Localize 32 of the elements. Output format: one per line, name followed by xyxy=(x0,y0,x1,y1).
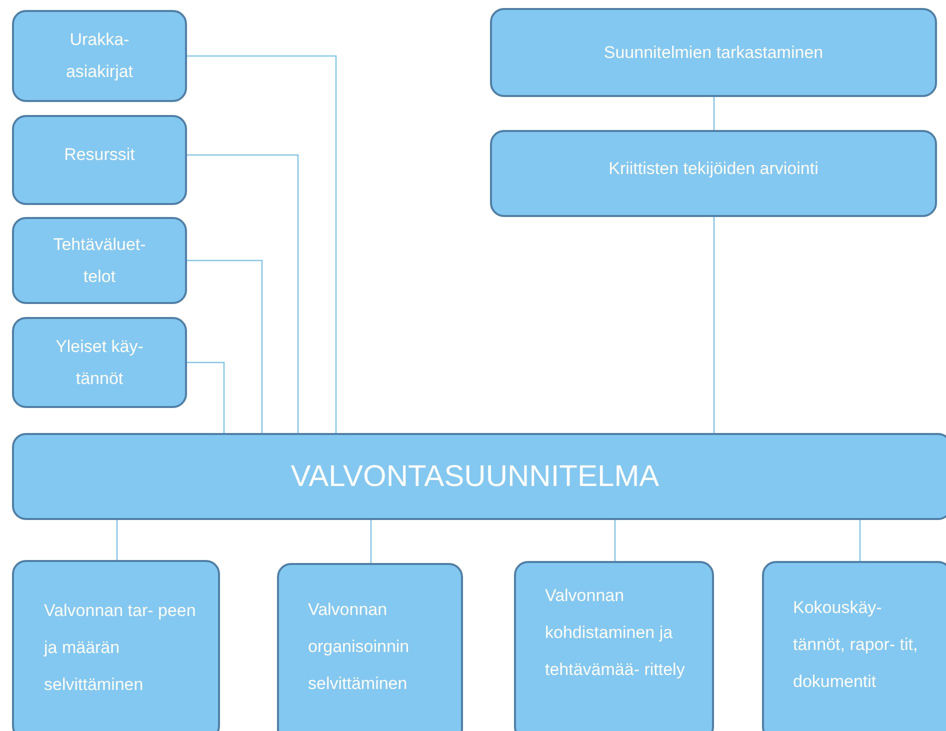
box-label: Yleiset käy- tännöt xyxy=(54,336,144,390)
connector-line xyxy=(187,260,263,433)
box-label: Kriittisten tekijöiden arviointi xyxy=(608,158,818,180)
process-box xyxy=(490,8,937,97)
process-box xyxy=(12,317,187,408)
box-label: Valvonnan tar- peen ja määrän selvittäminen xyxy=(44,600,197,696)
connector-line xyxy=(370,520,372,563)
box-label: Valvonnan kohdistaminen ja tehtävämää- rittely xyxy=(545,585,686,681)
box-label: Valvonnan organisoinnin selvittäminen xyxy=(308,599,410,695)
connector-line xyxy=(187,362,225,433)
box-label: Tehtäväluet- telot xyxy=(52,234,147,288)
process-box xyxy=(12,10,187,102)
box-label: Kokouskäy- tännöt, rapor- tit, dokumentit xyxy=(793,597,919,693)
process-box xyxy=(12,217,187,304)
process-box xyxy=(514,561,714,731)
process-box xyxy=(12,560,220,731)
connector-line xyxy=(713,97,715,130)
box-label: Urakka- asiakirjat xyxy=(64,29,134,83)
connector-line xyxy=(187,55,337,433)
connector-line xyxy=(859,520,861,561)
box-label: VALVONTASUUNNITELMA xyxy=(290,458,660,494)
box-label: Suunnitelmien tarkastaminen xyxy=(604,42,824,64)
box-label: Resurssit xyxy=(64,144,135,166)
process-box xyxy=(12,115,187,205)
connector-line xyxy=(187,154,299,433)
process-box xyxy=(12,433,946,520)
connector-line xyxy=(713,217,715,433)
process-box xyxy=(490,130,937,217)
process-box xyxy=(762,561,946,731)
connector-line xyxy=(116,520,118,560)
process-box xyxy=(277,563,463,731)
connector-line xyxy=(614,520,616,561)
